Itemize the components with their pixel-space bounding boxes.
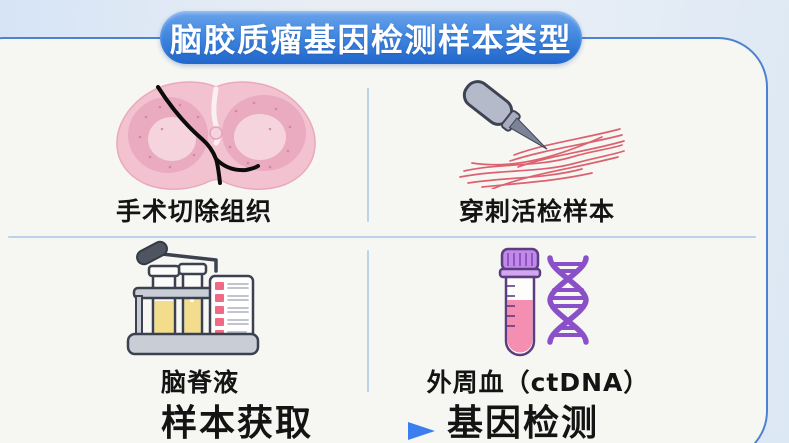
flow-from-label: 样本获取 xyxy=(161,403,314,443)
label-needle-biopsy: 穿刺活检样本 xyxy=(458,197,616,226)
biopsy-needle-icon xyxy=(459,80,625,189)
label-surgical-tissue: 手术切除组织 xyxy=(115,197,273,226)
vertical-divider-top xyxy=(367,88,369,222)
page-title: 脑胶质瘤基因检测样本类型 xyxy=(169,20,572,59)
csf-test-tubes-icon xyxy=(126,240,260,356)
label-csf: 脑脊液 xyxy=(160,368,240,397)
vertical-divider-bottom xyxy=(367,250,369,392)
flow-arrow-icon xyxy=(318,422,435,440)
label-peripheral-blood: 外周血（ctDNA） xyxy=(426,368,650,397)
flow-to-label: 基因检测 xyxy=(447,403,600,443)
content-panel xyxy=(0,37,768,443)
brain-tissue-slice-icon xyxy=(116,81,316,190)
blood-tube-dna-icon xyxy=(498,247,589,357)
horizontal-divider xyxy=(8,236,756,238)
title-banner: 脑胶质瘤基因检测样本类型 xyxy=(160,11,582,64)
dropper-icon xyxy=(136,240,218,273)
